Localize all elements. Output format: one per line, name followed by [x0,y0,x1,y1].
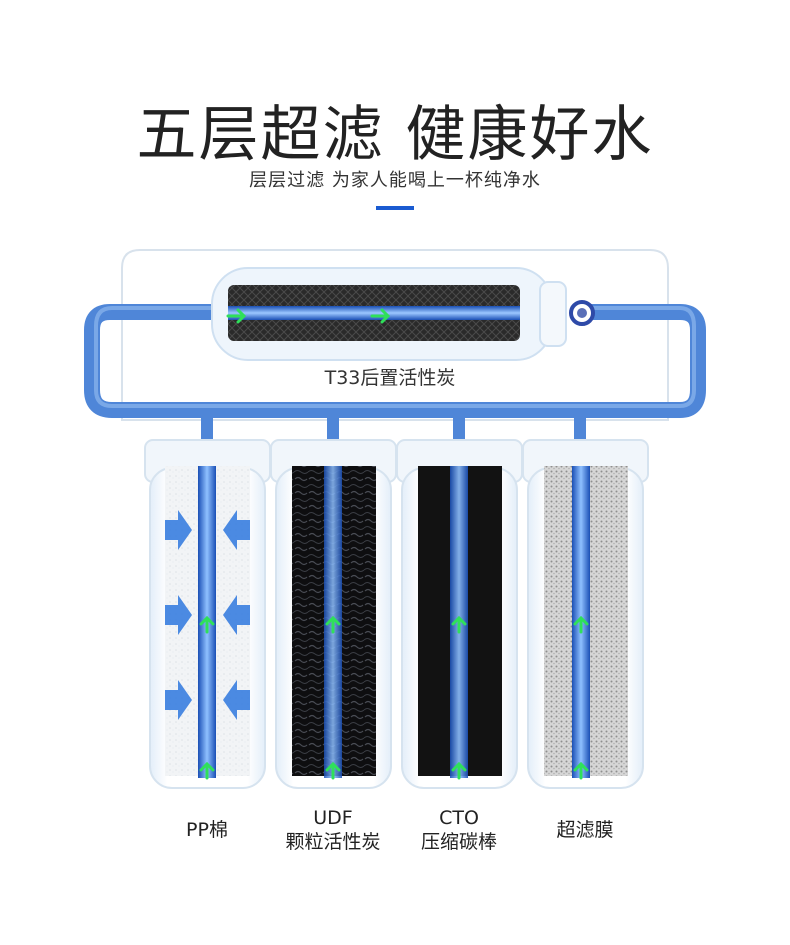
filter-caption-line1: UDF [313,807,353,829]
filter-cto [396,439,523,789]
filter-caption-pp: PP棉 [147,818,267,842]
arrow-blue-icon [165,510,250,720]
top-filter [211,267,595,361]
arrow-up-green-icon [199,615,589,780]
title-accent-bar [376,206,414,210]
filter-caption-line2: 颗粒活性炭 [285,831,381,853]
filter-membrane [522,439,649,789]
filter-udf [270,439,397,789]
filter-pp [144,439,271,789]
filter-caption-udf: UDF 颗粒活性炭 [263,806,403,854]
page-subtitle: 层层过滤 为家人能喝上一杯纯净水 [249,170,541,191]
filter-caption-line2: 压缩碳棒 [420,831,497,853]
arrow-up-green-icon [226,308,391,324]
filter-caption-cto: CTO 压缩碳棒 [389,806,529,854]
filter-caption-line1: PP棉 [186,819,228,841]
filter-caption-membrane: 超滤膜 [525,818,645,842]
page-title: 五层超滤 健康好水 [136,100,654,170]
pipe-loop-highlight [94,306,696,408]
filter-caption-line1: CTO [439,807,479,829]
filter-caption-line1: 超滤膜 [556,819,614,841]
pipe-loop [84,304,706,418]
top-filter-label: T33后置活性炭 [324,367,456,389]
